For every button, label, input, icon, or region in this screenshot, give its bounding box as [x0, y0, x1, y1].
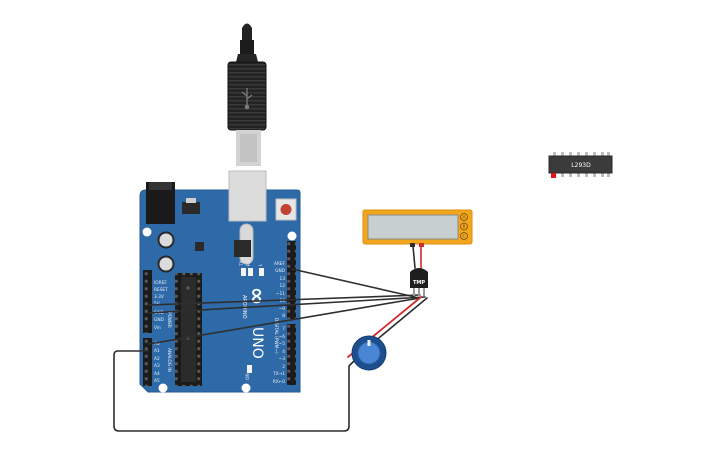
- on-label: ON: [245, 373, 251, 380]
- led-label-l: L: [258, 263, 264, 266]
- pin-label-a3: A3: [154, 363, 160, 369]
- analog-header[interactable]: [143, 338, 152, 386]
- power-header[interactable]: [143, 270, 152, 333]
- pin-label-4: 4: [282, 349, 285, 355]
- mounting-hole: [158, 383, 168, 393]
- sensor-label: TMP: [413, 280, 425, 286]
- chip-pin1-marker[interactable]: [551, 173, 556, 178]
- pin-label-8: 8: [282, 313, 285, 319]
- wires: [113, 245, 428, 432]
- wire-pot-loop[interactable]: [113, 350, 356, 432]
- pin-label-9: ~9: [279, 306, 286, 312]
- status-leds: [241, 268, 264, 276]
- wire-analog-sensor[interactable]: [148, 297, 421, 345]
- reset-button-icon: [280, 204, 292, 215]
- temperature-sensor[interactable]: TMP: [410, 268, 428, 296]
- wire-sensor-pot[interactable]: [373, 297, 428, 343]
- wire-5v-sensor[interactable]: [148, 294, 421, 306]
- pin-label-7: 7: [282, 326, 285, 332]
- wire-lcd-left[interactable]: [412, 245, 416, 269]
- pin-label-1: TX→1: [272, 371, 285, 377]
- usb-cable: [242, 23, 252, 42]
- pin-label-0: RX←0: [273, 379, 286, 385]
- lcd-pin-label-b: B: [463, 224, 466, 229]
- digital-title: DIGITAL (PWM~): [273, 318, 279, 354]
- pin-label-3v3: 3.3V: [154, 294, 164, 300]
- pin-label-aref: AREF: [274, 261, 286, 267]
- pin-label-vin: Vin: [154, 325, 161, 331]
- lcd-pin-b[interactable]: [460, 222, 468, 231]
- sensor-body: [410, 268, 428, 288]
- usb-controller-chip: [234, 240, 251, 257]
- lcd-screen: [367, 214, 459, 240]
- pin-label-reset: RESET: [154, 287, 168, 293]
- on-led: [247, 365, 252, 373]
- lcd-module[interactable]: A B C: [362, 209, 473, 247]
- digital-header-bottom[interactable]: [287, 324, 296, 385]
- pin-label-a4: A4: [154, 371, 160, 377]
- usb-plug[interactable]: [227, 23, 267, 167]
- pin-label-a1: A1: [154, 348, 160, 354]
- pin-label-gnd-2: GND: [154, 317, 165, 323]
- pin-label-gnd-digital: GND: [275, 268, 286, 274]
- usb-icon: [241, 88, 253, 110]
- chip-pins-top: [553, 152, 610, 156]
- pin-label-6: ~6: [279, 334, 286, 340]
- pin-label-11: ~11: [276, 291, 285, 297]
- pin-label-a5: A5: [154, 378, 160, 384]
- potentiometer[interactable]: [351, 335, 387, 371]
- mounting-hole: [287, 231, 297, 241]
- voltage-regulator: [182, 202, 200, 214]
- arduino-model: UNO: [249, 327, 265, 359]
- digital-header-top[interactable]: [287, 241, 296, 319]
- lcd-pin-c[interactable]: [460, 232, 468, 240]
- usb-strain-relief: [240, 40, 254, 54]
- lcd-pin-label-c: C: [463, 234, 466, 239]
- pot-indicator: [367, 340, 371, 346]
- pin-label-12: 12: [280, 283, 286, 289]
- power-title: POWER: [166, 312, 172, 328]
- analog-title: ANALOG IN: [166, 348, 172, 372]
- led-label-rx: RX: [246, 260, 252, 266]
- mounting-hole: [142, 227, 152, 237]
- chip-body: [548, 155, 613, 174]
- pin-label-a0: A0: [154, 341, 160, 347]
- lcd-pin-a[interactable]: [460, 213, 468, 221]
- pin-label-a2: A2: [154, 356, 160, 362]
- mounting-hole: [241, 383, 251, 393]
- led-label-tx: TX: [239, 260, 245, 267]
- chip-pins-bottom: [561, 173, 610, 177]
- lcd-pin-label-a: A: [463, 215, 466, 220]
- pin-label-3: ~3: [279, 356, 286, 362]
- arduino-uno[interactable]: TX RX L ON IOREF RESET 3.3V 5V GND GND V…: [139, 170, 301, 393]
- wire-gnd-sensor[interactable]: [148, 296, 426, 314]
- wire-gnd-digital[interactable]: [291, 268, 416, 298]
- usb-jack: [228, 170, 267, 222]
- pin-label-5: ~5: [279, 341, 286, 347]
- pin-label-ioref: IOREF: [154, 280, 167, 286]
- l293d-chip[interactable]: L293D: [548, 152, 613, 178]
- pin-label-10: ~10: [276, 298, 285, 304]
- pin-label-13: 13: [280, 276, 286, 282]
- pin-label-2: 2: [282, 364, 285, 370]
- chip-label: L293D: [571, 162, 591, 169]
